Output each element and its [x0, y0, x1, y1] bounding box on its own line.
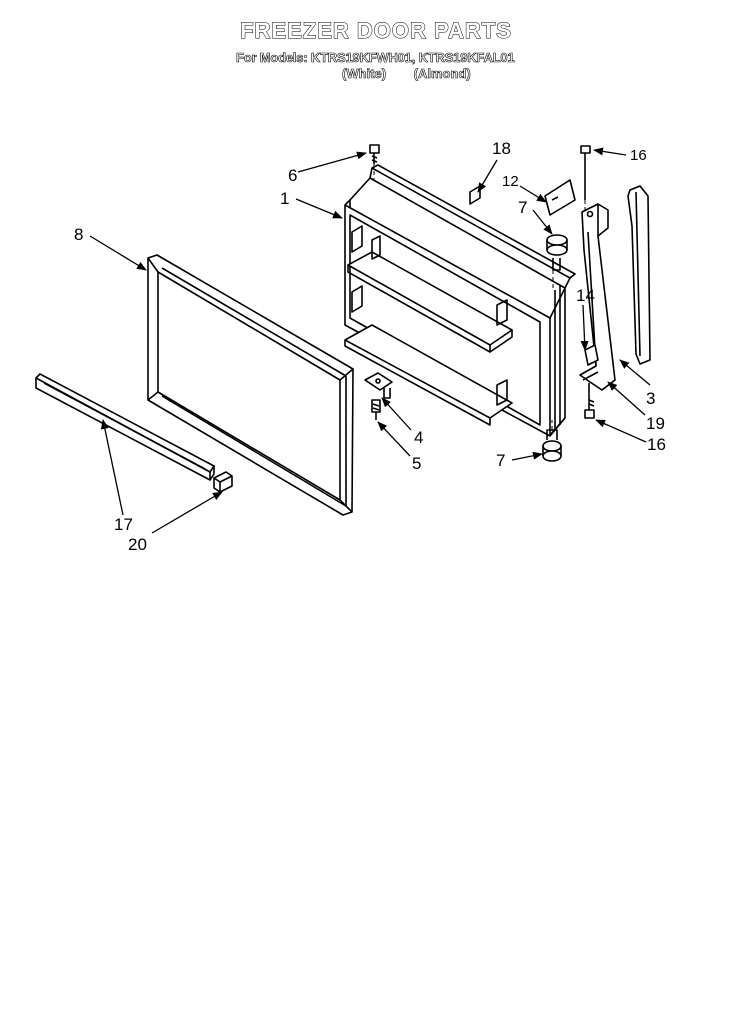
callout-14: 14	[576, 286, 595, 305]
callout-19: 19	[646, 414, 665, 433]
models-line: For Models: KTRS19KFWH01, KTRS19KFAL01	[236, 50, 515, 66]
leader-12	[519, 185, 547, 203]
end-cap-part	[213, 471, 233, 493]
callout-17: 17	[114, 515, 133, 534]
leader-20	[151, 491, 223, 534]
leader-16-bottom	[595, 419, 647, 443]
callout-20: 20	[128, 535, 147, 554]
callout-18: 18	[492, 139, 511, 158]
callout-5: 5	[412, 454, 421, 473]
callout-8: 8	[74, 225, 83, 244]
callout-1: 1	[280, 189, 289, 208]
callout-7-top: 7	[518, 198, 527, 217]
leader-16-top	[593, 147, 627, 156]
plug-18-part	[469, 185, 481, 205]
leader-5	[377, 421, 411, 457]
door-liner-part	[344, 164, 576, 437]
callout-16-bottom: 16	[647, 435, 666, 454]
hinge-screw-top-part	[580, 145, 591, 200]
door-gasket-part	[147, 254, 354, 516]
screw-5-part	[371, 399, 381, 420]
callout-3: 3	[646, 389, 655, 408]
shim-12-part	[544, 179, 576, 216]
leader-14	[580, 304, 589, 351]
hinge-screw-bottom-part	[584, 383, 595, 419]
diagram-header: FREEZER DOOR PARTS	[0, 18, 752, 44]
leader-7-bottom	[511, 451, 543, 461]
top-screw-part	[369, 144, 380, 164]
callout-12: 12	[502, 173, 519, 190]
color-almond: (Almond)	[413, 66, 471, 82]
hinge-cover-part	[627, 185, 651, 365]
callout-7-bottom: 7	[496, 451, 505, 470]
leader-19	[607, 381, 646, 416]
leader-8	[89, 235, 147, 271]
leader-18	[477, 159, 498, 193]
callout-4: 4	[414, 428, 423, 447]
color-white: (White)	[342, 66, 387, 82]
leader-1	[295, 198, 343, 219]
leader-7-top	[532, 209, 553, 235]
hinge-pin-4-part	[364, 372, 393, 399]
leader-6	[297, 151, 367, 173]
leader-4	[381, 397, 412, 431]
color-line: (White) (Almond)	[342, 66, 495, 82]
callout-6: 6	[288, 166, 297, 185]
callout-16-top: 16	[630, 147, 647, 164]
bushing-top-part	[546, 234, 568, 271]
diagram-title: FREEZER DOOR PARTS	[240, 18, 512, 44]
leader-3	[619, 359, 651, 386]
handle-strip-part	[35, 373, 215, 481]
leader-17	[100, 419, 124, 516]
